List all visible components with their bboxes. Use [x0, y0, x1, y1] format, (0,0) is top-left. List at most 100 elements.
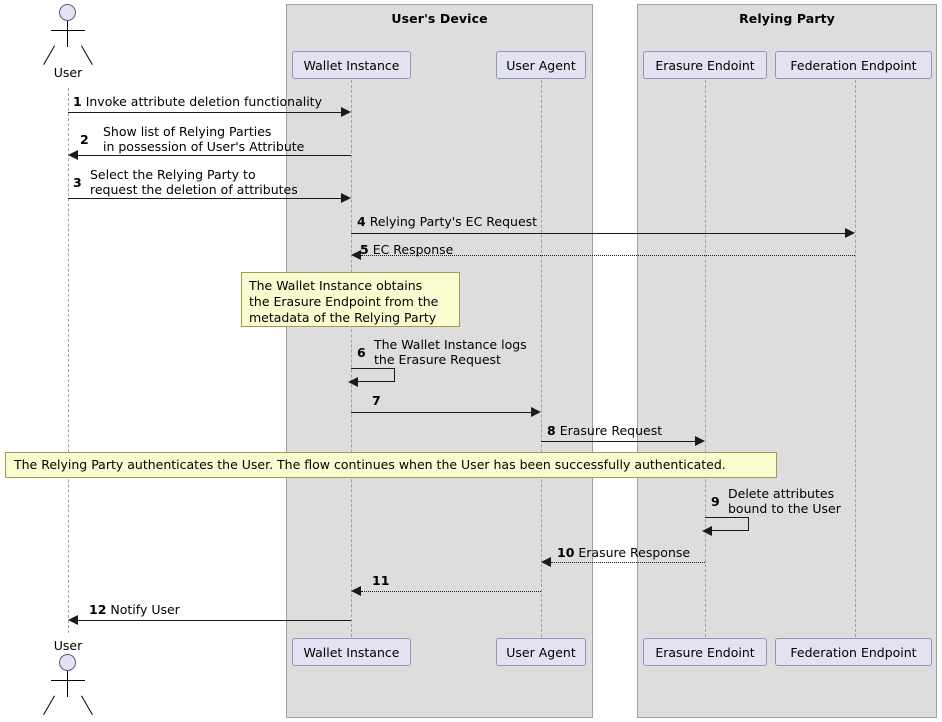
message-2-number: 2 [80, 132, 89, 147]
participant-erasure-endpoint-bottom[interactable]: Erasure Endoint [643, 638, 767, 666]
message-6-text-line2: the Erasure Request [374, 352, 501, 367]
group-relying-party-title: Relying Party [739, 11, 835, 26]
participant-label: Erasure Endoint [655, 57, 755, 73]
participant-federation-endpoint-bottom[interactable]: Federation Endpoint [775, 638, 932, 666]
participant-label: Federation Endpoint [790, 644, 917, 660]
lifeline-wallet-instance [351, 80, 352, 637]
message-7-line [351, 412, 531, 413]
message-2-text-line1: Show list of Relying Parties [103, 124, 272, 139]
lifeline-user [68, 88, 69, 633]
message-11-line [361, 591, 541, 592]
message-9-arrowhead [702, 526, 712, 536]
message-6-label: 6 The Wallet Instance logs the Erasure R… [357, 337, 527, 367]
participant-label: Federation Endpoint [790, 57, 917, 73]
lifeline-user-agent [541, 80, 542, 637]
message-12-number: 12 [89, 602, 107, 617]
message-6-arrowhead [348, 377, 358, 387]
message-4-line [351, 233, 845, 234]
participant-label: User Agent [506, 644, 576, 660]
actor-leg-left-bottom [43, 695, 55, 716]
message-9-number: 9 [711, 494, 720, 509]
actor-user-top-label: User [53, 65, 83, 80]
note2-fold-icon [765, 453, 776, 464]
message-10-arrowhead [541, 557, 551, 567]
message-1-arrowhead [341, 107, 351, 117]
message-6-self-loop [351, 368, 395, 382]
message-7-number: 7 [372, 393, 381, 408]
message-9-label: 9 Delete attributes bound to the User [711, 486, 841, 516]
note-line-1: The Wallet Instance obtains [249, 278, 423, 293]
message-7-label: 7 [372, 393, 381, 408]
message-10-line [551, 562, 705, 563]
message-9-self-loop [705, 517, 749, 531]
message-8-arrowhead [695, 436, 705, 446]
message-3-arrowhead [341, 193, 351, 203]
message-3-text-line1: Select the Relying Party to [90, 167, 256, 182]
participant-federation-endpoint-top[interactable]: Federation Endpoint [775, 51, 932, 79]
message-8-text: Erasure Request [559, 423, 663, 438]
message-4-text: Relying Party's EC Request [369, 214, 538, 229]
note-line-2: the Erasure Endpoint from the [249, 294, 439, 309]
participant-user-agent-top[interactable]: User Agent [496, 51, 586, 79]
note-erasure-endpoint-metadata: The Wallet Instance obtains the Erasure … [241, 272, 460, 327]
message-6-number: 6 [357, 345, 366, 360]
participant-label: Wallet Instance [303, 57, 400, 73]
message-2-text-line2: in possession of User's Attribute [103, 139, 305, 154]
participant-label: Wallet Instance [303, 644, 400, 660]
message-2-arrowhead [68, 150, 78, 160]
actor-arms-bottom [51, 680, 85, 681]
actor-user-bottom-label: User [53, 638, 83, 653]
lifeline-federation-endpoint [855, 80, 856, 637]
message-10-label: 10 Erasure Response [557, 545, 690, 560]
group-users-device-title: User's Device [391, 11, 488, 26]
message-12-line [78, 620, 351, 621]
message-3-number: 3 [73, 175, 82, 190]
note-authentication: The Relying Party authenticates the User… [5, 452, 777, 478]
message-7-arrowhead [531, 407, 541, 417]
message-5-number: 5 [360, 242, 369, 257]
participant-wallet-instance-bottom[interactable]: Wallet Instance [292, 638, 411, 666]
message-2-line [78, 155, 351, 156]
message-9-text-line2: bound to the User [728, 501, 841, 516]
message-1-line [68, 112, 341, 113]
message-4-arrowhead [845, 228, 855, 238]
participant-erasure-endpoint-top[interactable]: Erasure Endoint [643, 51, 767, 79]
group-relying-party: Relying Party [637, 4, 937, 718]
message-6-text-line1: The Wallet Instance logs [374, 337, 527, 352]
message-4-number: 4 [357, 214, 366, 229]
message-3-text-line2: request the deletion of attributes [90, 182, 298, 197]
message-1-text: Invoke attribute deletion functionality [85, 94, 322, 109]
actor-head-icon [59, 4, 76, 21]
message-9-text-line1: Delete attributes [728, 486, 835, 501]
message-2-label: 2 Show list of Relying Parties in posses… [80, 124, 304, 154]
participant-label: User Agent [506, 57, 576, 73]
lifeline-erasure-endpoint [705, 80, 706, 637]
message-8-label: 8 Erasure Request [547, 423, 662, 438]
message-12-text: Notify User [110, 602, 180, 617]
actor-arms [51, 30, 85, 31]
message-8-line [541, 441, 695, 442]
message-5-line [361, 255, 855, 256]
message-3-line [68, 198, 341, 199]
message-11-label: 11 [372, 573, 389, 588]
message-8-number: 8 [547, 423, 556, 438]
message-3-label: 3 Select the Relying Party to request th… [73, 167, 298, 197]
message-1-label: 1 Invoke attribute deletion functionalit… [73, 94, 322, 109]
actor-head-icon-bottom [59, 654, 76, 671]
actor-torso [67, 21, 68, 47]
note-fold-icon [448, 273, 459, 284]
actor-leg-left [43, 45, 55, 66]
note-line-3: metadata of the Relying Party [249, 310, 437, 325]
message-5-text: EC Response [372, 242, 454, 257]
message-11-arrowhead [351, 586, 361, 596]
message-11-number: 11 [372, 573, 390, 588]
participant-label: Erasure Endoint [655, 644, 755, 660]
note2-line-1: The Relying Party authenticates the User… [14, 457, 726, 472]
participant-wallet-instance-top[interactable]: Wallet Instance [292, 51, 411, 79]
participant-user-agent-bottom[interactable]: User Agent [496, 638, 586, 666]
actor-leg-right-bottom [81, 695, 93, 716]
actor-torso-bottom [67, 671, 68, 697]
message-5-label: 5 EC Response [360, 242, 453, 257]
message-10-text: Erasure Response [578, 545, 691, 560]
